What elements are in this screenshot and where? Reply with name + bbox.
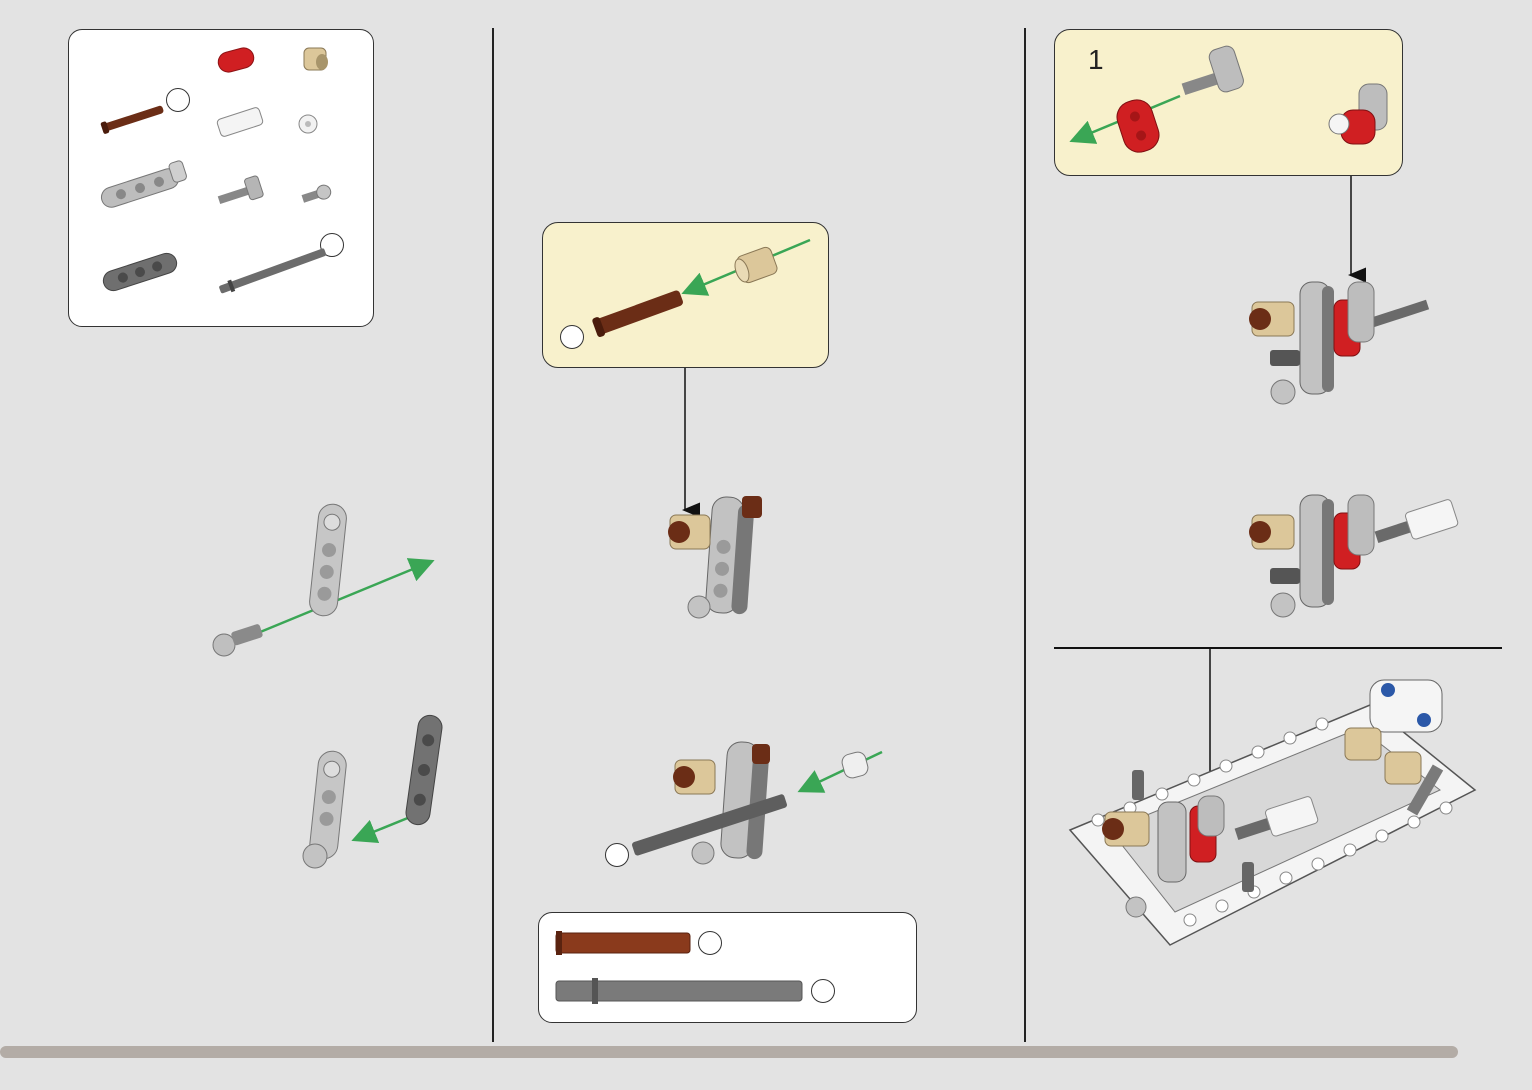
part-axle-pin-brown <box>100 103 165 134</box>
middle-step-assembly-1 <box>668 496 762 618</box>
middle-callout-art <box>591 240 810 338</box>
parts-list-art <box>98 46 333 296</box>
middle-step-assembly-2 <box>631 741 882 864</box>
part-gray-ball-pin <box>301 183 333 205</box>
final-frame-assembly <box>1070 680 1475 945</box>
part-red-connector <box>216 46 256 75</box>
right-callout-art <box>1074 44 1387 156</box>
part-tan-bush <box>304 48 328 70</box>
ruler-art <box>556 931 802 1004</box>
right-step-assembly-2 <box>1249 495 1459 617</box>
part-white-bush <box>299 115 317 133</box>
part-dark-gray-beam <box>101 251 179 294</box>
part-gray-axle-long <box>218 246 327 296</box>
part-white-axle-connector <box>216 107 263 138</box>
left-step-2 <box>303 714 444 868</box>
right-step-assembly-1 <box>1249 282 1429 404</box>
part-light-gray-beam <box>98 160 189 210</box>
left-step-1 <box>213 503 430 656</box>
part-gray-axle-ball <box>215 175 264 210</box>
